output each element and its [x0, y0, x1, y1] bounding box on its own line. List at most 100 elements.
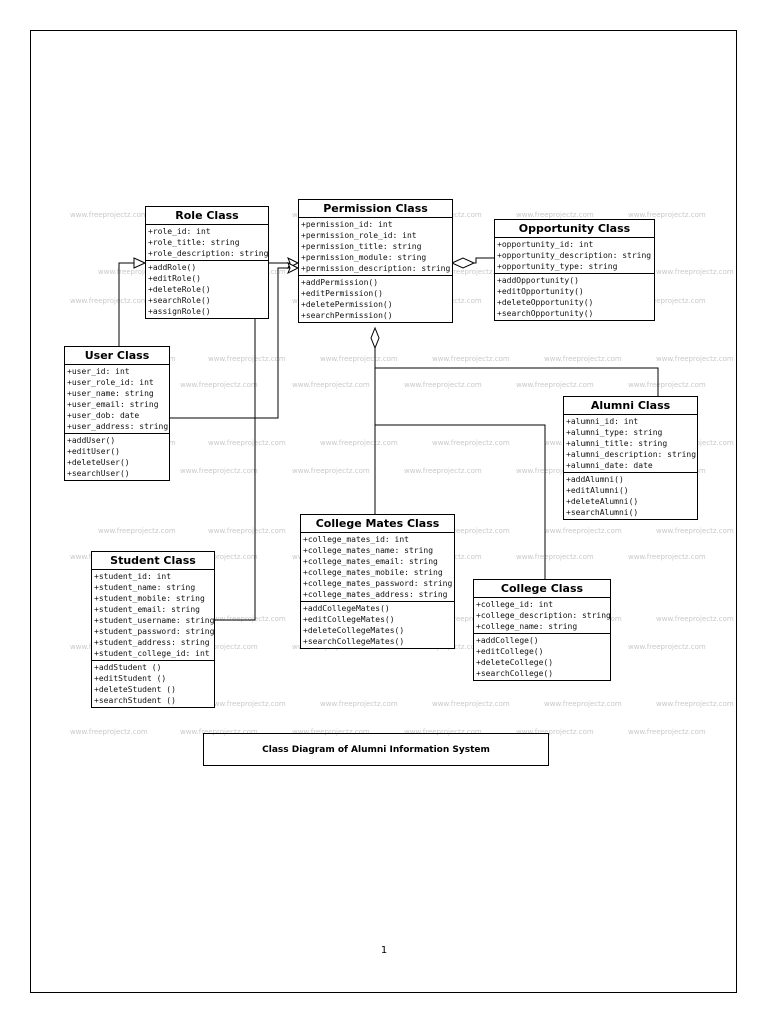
- method-row: +addCollege(): [476, 636, 539, 645]
- attribute-row: +permission_description: string: [301, 264, 451, 273]
- diagram-caption: Class Diagram of Alumni Information Syst…: [203, 733, 549, 766]
- watermark-text: www.freeprojectz.com: [404, 467, 482, 475]
- method-row: +searchCollege(): [476, 669, 554, 678]
- method-row: +addAlumni(): [566, 475, 624, 484]
- watermark-text: www.freeprojectz.com: [544, 700, 622, 708]
- attribute-row: +college_name: string: [476, 622, 578, 631]
- methods-section: +addCollegeMates() +editCollegeMates() +de…: [301, 601, 454, 648]
- method-row: +editPermission(): [301, 289, 383, 298]
- method-row: +deleteAlumni(): [566, 497, 639, 506]
- attribute-row: +college_id: int: [476, 600, 554, 609]
- attribute-row: +alumni_description: string: [566, 450, 697, 459]
- watermark-text: www.freeprojectz.com: [628, 643, 706, 651]
- attribute-row: +college_mates_mobile: string: [303, 568, 443, 577]
- method-row: +deleteCollegeMates(): [303, 626, 405, 635]
- method-row: +searchCollegeMates(): [303, 637, 405, 646]
- attribute-row: +student_username: string: [94, 616, 215, 625]
- attribute-row: +student_mobile: string: [94, 594, 205, 603]
- watermark-text: www.freeprojectz.com: [180, 553, 258, 561]
- attributes-section: +permission_id: int +permission_role_id: …: [299, 218, 452, 275]
- watermark-text: www.freeprojectz.com: [208, 615, 286, 623]
- attribute-row: +user_id: int: [67, 367, 130, 376]
- method-row: +deleteUser(): [67, 458, 130, 467]
- method-row: +deleteOpportunity(): [497, 298, 594, 307]
- attribute-row: +student_email: string: [94, 605, 200, 614]
- watermark-text: www.freeprojectz.com: [432, 355, 510, 363]
- inheritance-arrow-role: [133, 257, 147, 269]
- role-class: Role Class +role_id: int +role_title: str…: [145, 206, 269, 319]
- watermark-text: www.freeprojectz.com: [656, 355, 734, 363]
- attribute-row: +role_id: int: [148, 227, 211, 236]
- attributes-section: +student_id: int+student_name: string+st…: [92, 570, 214, 660]
- method-row: +searchUser(): [67, 469, 130, 478]
- attribute-row: +student_password: string: [94, 627, 215, 636]
- watermark-text: www.freeprojectz.com: [208, 527, 286, 535]
- watermark-text: www.freeprojectz.com: [432, 615, 510, 623]
- methods-section: +addCollege() +editCollege() +deleteColleg…: [474, 633, 610, 680]
- method-row: +editCollegeMates(): [303, 615, 395, 624]
- class-title: Role Class: [146, 207, 268, 225]
- method-row: +addPermission(): [301, 278, 379, 287]
- watermark-text: www.freeprojectz.com: [516, 211, 594, 219]
- watermark-text: www.freeprojectz.com: [404, 381, 482, 389]
- method-row: +addUser(): [67, 436, 116, 445]
- method-row: +searchPermission(): [301, 311, 393, 320]
- watermark-text: www.freeprojectz.com: [292, 467, 370, 475]
- attributes-section: +college_id: int+college_description: st…: [474, 598, 611, 633]
- method-row: +editAlumni(): [566, 486, 629, 495]
- attributes-section: +user_id: int+user_role_id: int+user_nam…: [65, 365, 169, 433]
- attribute-row: +alumni_title: string: [566, 439, 668, 448]
- method-row: +editRole(): [148, 274, 201, 283]
- attribute-row: +user_address: string: [67, 422, 169, 431]
- method-row: +assignRole(): [148, 307, 211, 316]
- attribute-row: +student_college_id: int: [94, 649, 210, 658]
- watermark-text: www.freeprojectz.com: [70, 211, 148, 219]
- watermark-text: www.freeprojectz.com: [516, 728, 594, 736]
- attribute-row: +permission_module: string: [301, 253, 427, 262]
- watermark-text: www.freeprojectz.com: [432, 439, 510, 447]
- watermark-text: www.freeprojectz.com: [70, 728, 148, 736]
- attribute-row: +college_mates_password: string: [303, 579, 453, 588]
- methods-section: +addPermission()+editPermission()+delete…: [299, 275, 452, 322]
- attribute-row: +permission_role_id: int: [301, 231, 417, 240]
- method-row: +editCollege(): [476, 647, 544, 656]
- method-row: +editOpportunity(): [497, 287, 584, 296]
- user-role-link: [118, 262, 134, 346]
- watermark-text: www.freeprojectz.com: [292, 381, 370, 389]
- attribute-row: +permission_id: int: [301, 220, 393, 229]
- watermark-text: www.freeprojectz.com: [628, 728, 706, 736]
- aggregation-diamond-permission: [370, 326, 380, 350]
- attribute-row: +role_title: string: [148, 238, 240, 247]
- permission-class: Permission Class +permission_id: int+per…: [298, 199, 453, 323]
- method-row: +deleteCollege(): [476, 658, 554, 667]
- method-row: +deleteStudent (): [94, 685, 176, 694]
- attribute-row: +role_description: string: [148, 249, 269, 258]
- methods-section: +addStudent ()+editStudent ()+deleteStud…: [92, 660, 214, 707]
- watermark-text: www.freeprojectz.com: [180, 467, 258, 475]
- methods-section: +addOpportunity()+editOpportunity()+dele…: [495, 273, 654, 320]
- attribute-row: +alumni_id: int: [566, 417, 639, 426]
- aggregation-diamond-opportunity: [450, 257, 476, 269]
- watermark-text: www.freeprojectz.com: [320, 700, 398, 708]
- watermark-text: www.freeprojectz.com: [656, 700, 734, 708]
- method-row: +addRole(): [148, 263, 197, 272]
- watermark-text: www.freeprojectz.com: [208, 700, 286, 708]
- permission-college-link: [375, 424, 546, 580]
- attribute-row: +opportunity_type: string: [497, 262, 618, 271]
- student-role-link: [214, 267, 269, 621]
- method-row: +searchAlumni(): [566, 508, 639, 517]
- attribute-row: +opportunity_description: string: [497, 251, 652, 260]
- class-title: Alumni Class: [564, 397, 697, 415]
- method-row: +addStudent (): [94, 663, 162, 672]
- attribute-row: +permission_title: string: [301, 242, 422, 251]
- method-row: +deleteRole(): [148, 285, 211, 294]
- watermark-text: www.freeprojectz.com: [180, 643, 258, 651]
- watermark-text: www.freeprojectz.com: [404, 728, 482, 736]
- college-class: College Class +college_id: int+college_d…: [473, 579, 611, 681]
- permission-alumni-link: [374, 348, 659, 396]
- class-title: Student Class: [92, 552, 214, 570]
- watermark-text: www.freeprojectz.com: [656, 527, 734, 535]
- watermark-text: www.freeprojectz.com: [292, 728, 370, 736]
- method-row: +addCollegeMates(): [303, 604, 390, 613]
- watermark-text: www.freeprojectz.com: [516, 467, 594, 475]
